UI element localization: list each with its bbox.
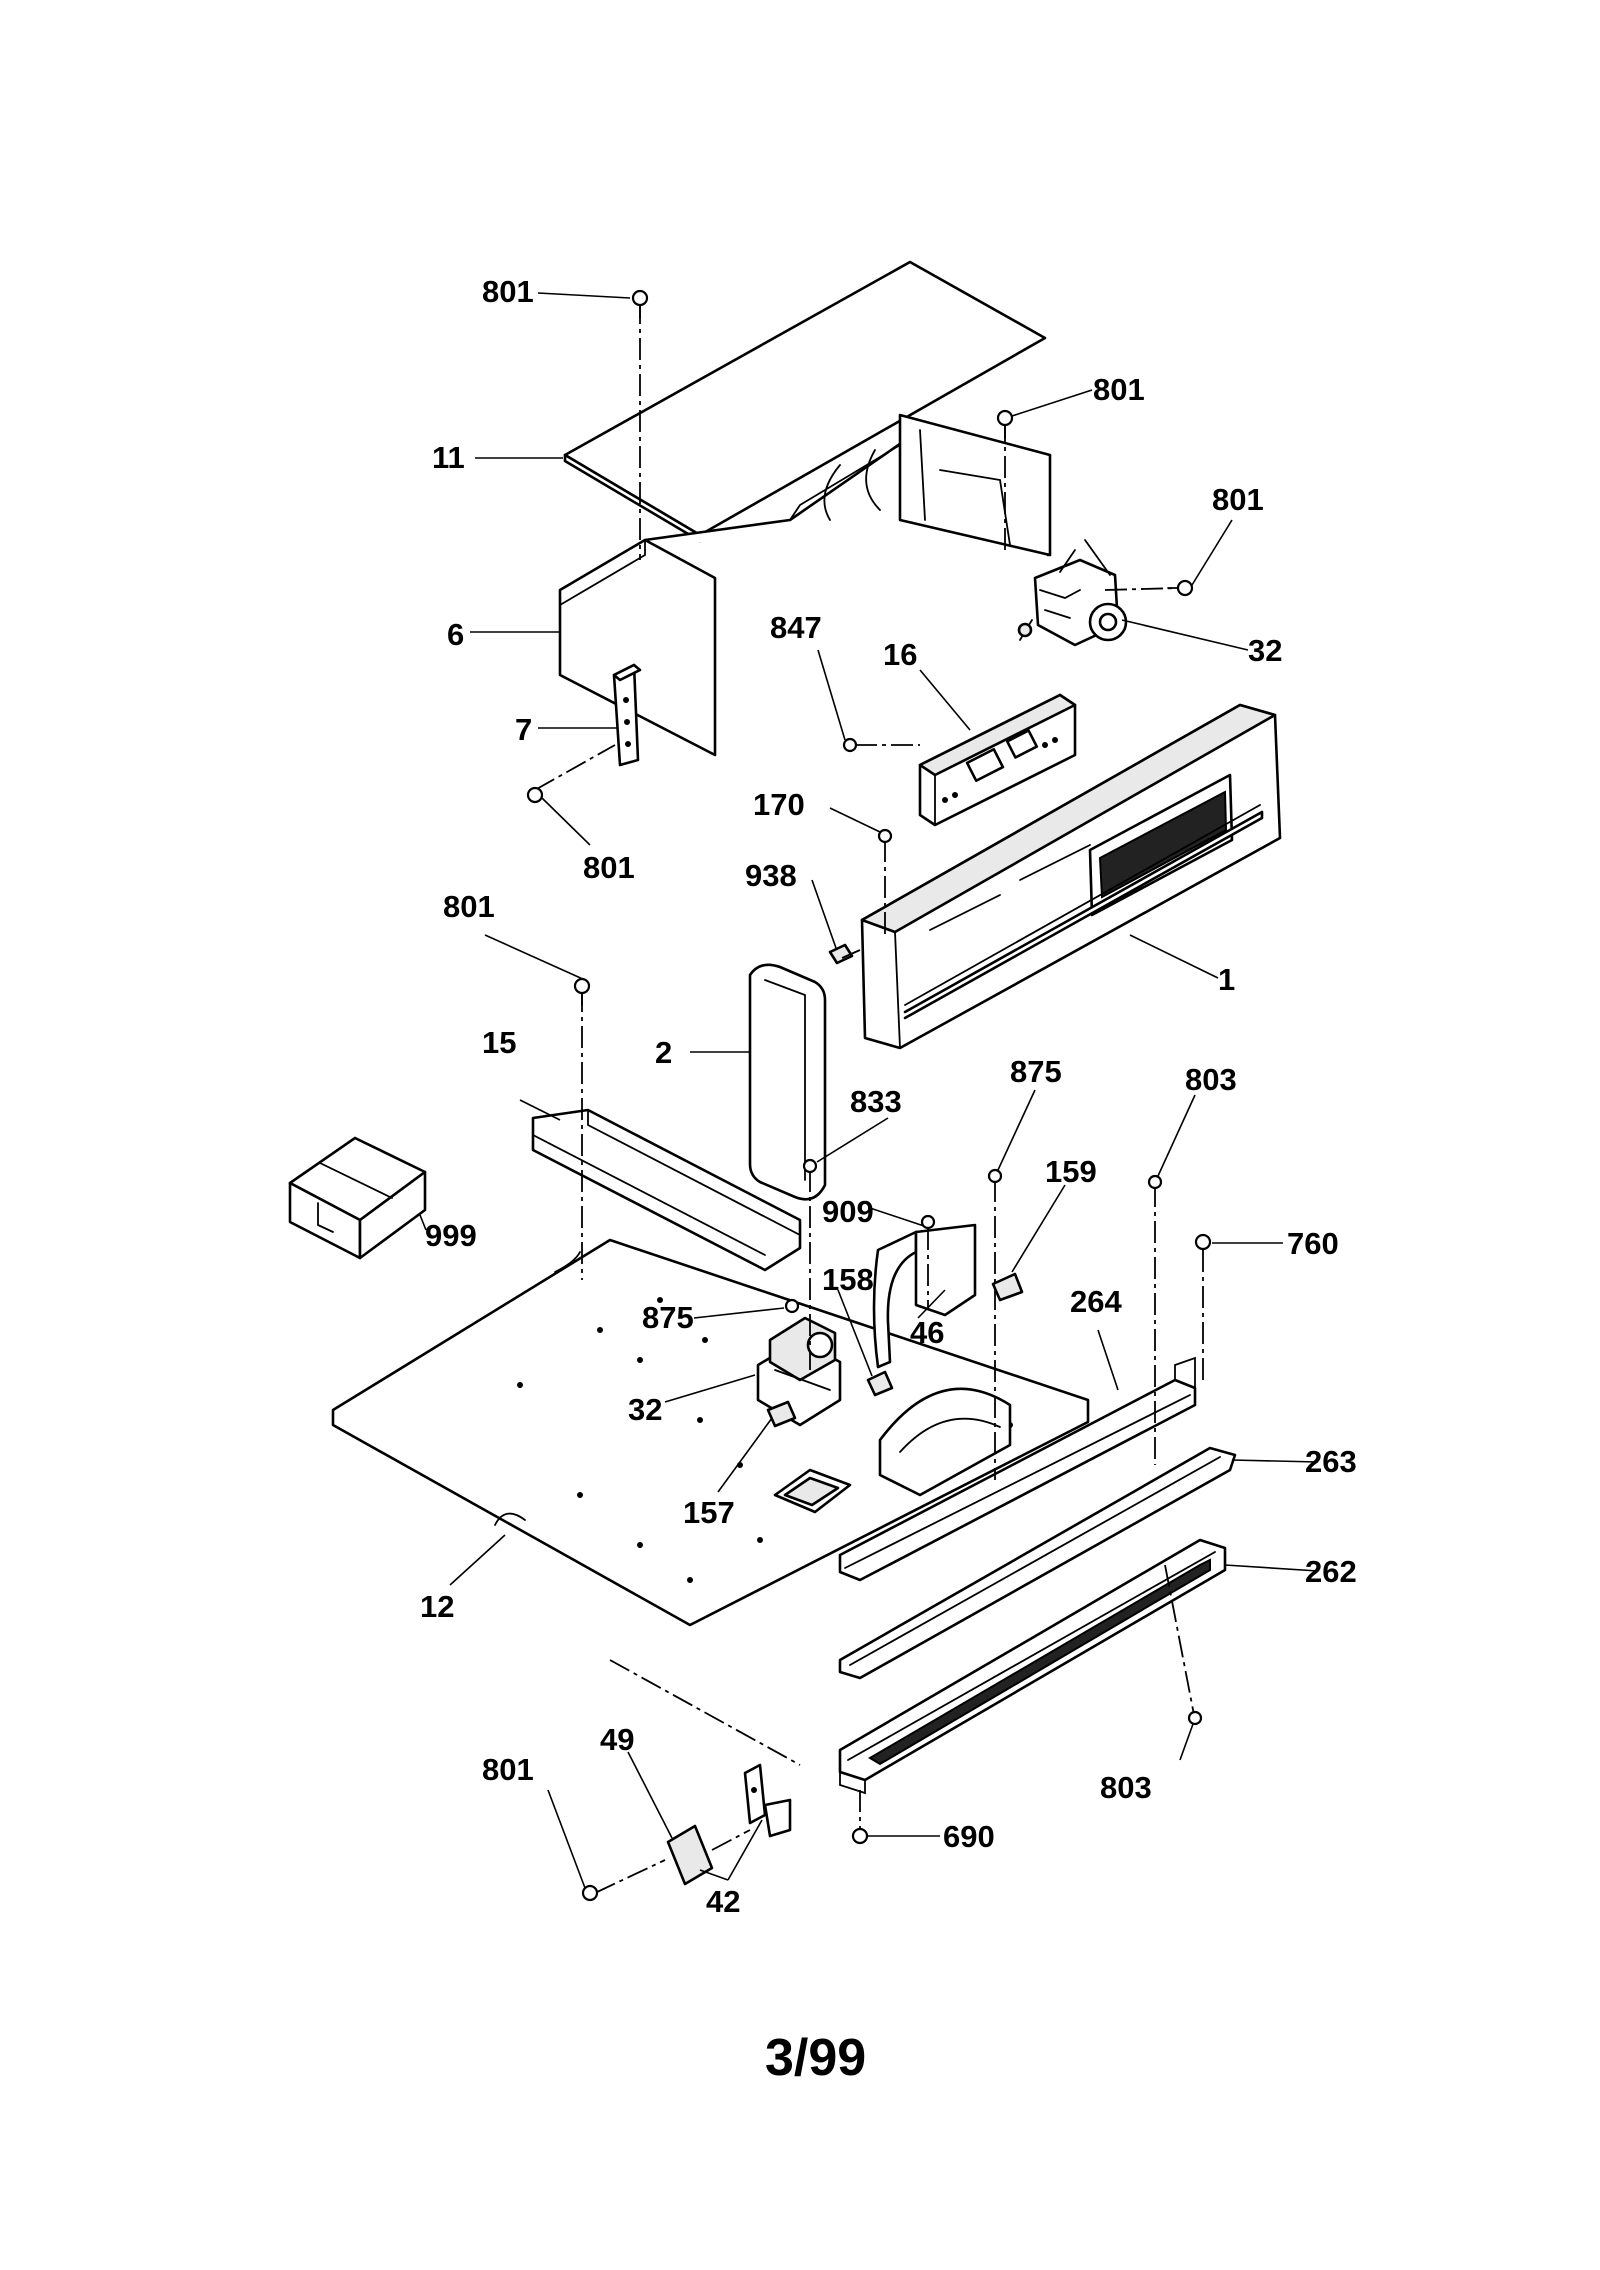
screw-803-upper	[1147, 1174, 1163, 1190]
label-12: 12	[420, 1589, 454, 1624]
screw-803-lower	[1187, 1710, 1203, 1726]
label-801: 801	[482, 1752, 534, 1787]
label-801: 801	[583, 850, 635, 885]
label-938: 938	[745, 858, 797, 893]
part-262-vent	[838, 1538, 1227, 1795]
label-909: 909	[822, 1194, 874, 1229]
label-801: 801	[482, 274, 534, 309]
screw-875-upper	[987, 1168, 1003, 1184]
part-158-clip	[866, 1370, 894, 1397]
label-1: 1	[1218, 962, 1235, 997]
screw-801-top-right	[996, 409, 1014, 439]
label-159: 159	[1045, 1154, 1097, 1189]
label-833: 833	[850, 1084, 902, 1119]
part-49-filter	[666, 1824, 714, 1886]
screw-801-right	[1167, 579, 1194, 597]
label-2: 2	[655, 1035, 672, 1070]
screw-833	[802, 1158, 818, 1174]
label-11: 11	[432, 440, 465, 475]
label-46: 46	[910, 1315, 944, 1350]
label-803: 803	[1185, 1062, 1237, 1097]
label-15: 15	[482, 1025, 516, 1060]
part-2-side-trim	[748, 963, 827, 1201]
label-690: 690	[943, 1819, 995, 1854]
label-803: 803	[1100, 1770, 1152, 1805]
label-847: 847	[770, 610, 822, 645]
label-801: 801	[443, 889, 495, 924]
label-7: 7	[515, 712, 532, 747]
screw-801-mid	[573, 977, 591, 1006]
label-262: 262	[1305, 1554, 1357, 1589]
label-42: 42	[706, 1884, 740, 1919]
part-999-box	[288, 1136, 427, 1260]
part-11-top-panel	[563, 260, 1047, 543]
label-999: 999	[425, 1218, 477, 1253]
label-263: 263	[1305, 1444, 1357, 1479]
page-number: 3/99	[765, 2029, 866, 2087]
screw-760	[1194, 1233, 1212, 1251]
part-159-clip	[991, 1272, 1024, 1302]
label-801: 801	[1093, 372, 1145, 407]
part-15-front-support	[531, 1108, 802, 1272]
part-46-duct	[872, 1223, 1012, 1497]
screw-801-left	[526, 786, 544, 804]
part-938-clip	[828, 943, 854, 965]
label-6: 6	[447, 617, 464, 652]
label-875: 875	[1010, 1054, 1062, 1089]
leader-lines	[419, 292, 1319, 1889]
part-42-bracket	[743, 1763, 792, 1838]
screw-909	[920, 1214, 936, 1230]
screw-801-bottom	[581, 1884, 599, 1902]
part-32-lower-motor	[756, 1316, 842, 1427]
part-12-base	[331, 1238, 1090, 1627]
part-157-clip	[766, 1400, 797, 1428]
label-875: 875	[642, 1300, 694, 1335]
part-6-cabinet-wrapper	[558, 413, 1052, 757]
label-170: 170	[753, 787, 805, 822]
label-49: 49	[600, 1722, 634, 1757]
screws	[526, 289, 1212, 1902]
label-157: 157	[683, 1495, 735, 1530]
screw-170	[877, 828, 893, 844]
label-32: 32	[1248, 633, 1282, 668]
part-16-control-board	[918, 693, 1077, 827]
part-264-strip	[838, 1356, 1197, 1582]
assembly-lines	[534, 302, 1204, 1894]
part-7-bracket	[612, 663, 642, 767]
part-labels: 801 11 801 801 32 6 847 16 7 801 170 938…	[420, 274, 1357, 1919]
screw-875-lower	[784, 1298, 800, 1314]
screw-801-top-left	[631, 289, 649, 319]
label-264: 264	[1070, 1284, 1122, 1319]
label-158: 158	[822, 1262, 874, 1297]
label-760: 760	[1287, 1226, 1339, 1261]
label-16: 16	[883, 637, 917, 672]
label-32: 32	[628, 1392, 662, 1427]
label-801: 801	[1212, 482, 1264, 517]
screw-847	[842, 737, 858, 753]
part-1-control-panel	[860, 703, 1282, 1050]
part-32-upper-motor	[1017, 539, 1128, 647]
part-263-trim	[838, 1446, 1237, 1680]
screw-690	[851, 1827, 869, 1845]
